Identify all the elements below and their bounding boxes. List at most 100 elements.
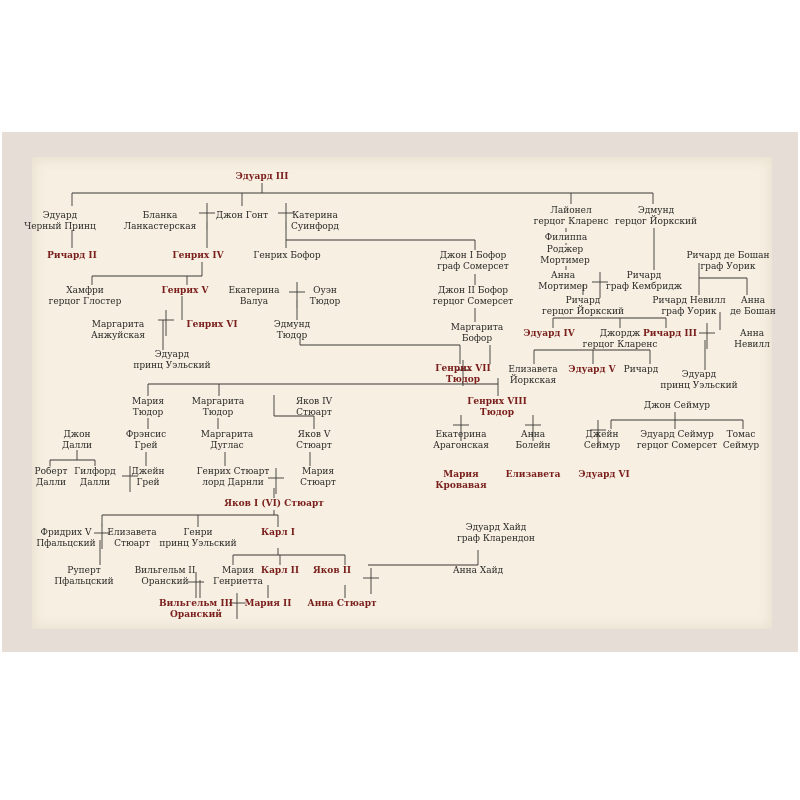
person-name-line: Джон bbox=[63, 430, 91, 440]
person-name-line: Генрих V bbox=[161, 286, 209, 296]
person-name-line: Эдуард IV bbox=[523, 329, 575, 339]
person-name-line: Эдуард V bbox=[568, 365, 616, 375]
person-edward5: Эдуард V bbox=[568, 365, 615, 376]
person-name-line: Стюарт bbox=[114, 539, 150, 549]
person-name-line: Бланка bbox=[142, 211, 178, 221]
person-name-line: Стюарт bbox=[300, 478, 336, 488]
person-name-line: Яков II bbox=[312, 566, 352, 576]
person-james1: Яков I (VI) Стюарт bbox=[224, 499, 324, 510]
person-henry4: Генрих IV bbox=[172, 251, 223, 262]
person-name-line: Хамфри bbox=[66, 286, 104, 296]
person-name-line: Яков IV bbox=[295, 397, 333, 407]
person-name-line: Ричард де Бошан bbox=[686, 251, 770, 261]
person-name-line: Анна bbox=[740, 296, 766, 306]
person-name-line: Яков I (VI) Стюарт bbox=[224, 499, 324, 509]
person-henry-beaufort: Генрих Бофор bbox=[253, 251, 320, 262]
person-name-line: Джон I Бофор bbox=[439, 251, 507, 261]
person-name-line: Лайонел bbox=[550, 206, 592, 216]
person-name-line: Болейн bbox=[515, 441, 551, 451]
person-name-line: Ричард bbox=[565, 296, 601, 306]
person-name-line: Анна bbox=[520, 430, 546, 440]
person-name-line: Мария II bbox=[244, 599, 292, 609]
person-name-line: Тюдор bbox=[202, 408, 234, 418]
person-name-line: Оранский bbox=[170, 610, 222, 620]
person-name-line: Далли bbox=[61, 441, 93, 451]
person-name-line: Роберт bbox=[34, 467, 68, 477]
person-name-line: Ланкастерская bbox=[123, 222, 197, 232]
person-name-line: Оуэн bbox=[313, 286, 337, 296]
person-name-line: герцог Сомерсет bbox=[432, 297, 514, 307]
person-henry6: Генрих VI bbox=[186, 320, 237, 331]
person-name-line: Филиппа bbox=[544, 233, 588, 243]
person-name-line: Грей bbox=[136, 478, 160, 488]
person-name-line: Генрих VIII bbox=[467, 397, 527, 407]
person-name-line: Томас bbox=[726, 430, 756, 440]
person-name-line: граф Уорик bbox=[700, 262, 756, 272]
person-name-line: Ричард Невилл bbox=[652, 296, 726, 306]
person-name-line: Мария bbox=[443, 470, 479, 480]
person-name-line: Елизавета bbox=[107, 528, 157, 538]
person-name-line: Анна Стюарт bbox=[307, 599, 377, 609]
person-name-line: Генрих Стюарт bbox=[196, 467, 270, 477]
person-name-line: Гилфорд bbox=[74, 467, 116, 477]
person-name-line: герцог Йоркский bbox=[615, 217, 697, 227]
person-edward3: Эдуард III bbox=[236, 172, 289, 183]
person-name-line: Екатерина bbox=[228, 286, 280, 296]
person-name-line: Ричард bbox=[623, 365, 659, 375]
person-name-line: де Бошан bbox=[730, 307, 776, 317]
person-name-line: Мария bbox=[131, 397, 165, 407]
person-name-line: Руперт bbox=[67, 566, 101, 576]
person-name-line: Ричард III bbox=[643, 329, 697, 339]
person-name-line: Тюдор bbox=[479, 408, 515, 418]
person-name-line: Елизавета bbox=[505, 470, 561, 480]
person-name-line: лорд Дарнли bbox=[202, 478, 264, 488]
person-charles1: Карл I bbox=[261, 528, 295, 539]
person-name-line: Суинфорд bbox=[291, 222, 339, 232]
person-name-line: Анжуйская bbox=[90, 331, 146, 341]
person-name-line: граф Кларендон bbox=[457, 534, 535, 544]
person-name-line: Эдуард Сеймур bbox=[640, 430, 714, 440]
person-philippa: Филиппа bbox=[545, 233, 588, 244]
person-edward6: Эдуард VI bbox=[578, 470, 629, 481]
person-name-line: Сеймур bbox=[722, 441, 760, 451]
person-john-gaunt: Джон Гонт bbox=[216, 211, 268, 222]
person-name-line: Маргарита bbox=[91, 320, 145, 330]
person-name-line: Тюдор bbox=[445, 375, 481, 385]
person-name-line: Тюдор bbox=[132, 408, 164, 418]
person-name-line: Мортимер bbox=[538, 282, 588, 292]
person-name-line: граф Сомерсет bbox=[437, 262, 509, 272]
person-name-line: Эдуард bbox=[42, 211, 78, 221]
person-name-line: Оранский bbox=[141, 577, 189, 587]
person-name-line: Джейн bbox=[585, 430, 619, 440]
person-name-line: Стюарт bbox=[296, 441, 332, 451]
person-richard3: Ричард III bbox=[643, 329, 697, 340]
person-name-line: Эдуард bbox=[154, 350, 190, 360]
person-name-line: герцог Кларенс bbox=[533, 217, 609, 227]
person-name-line: Грей bbox=[134, 441, 158, 451]
person-name-line: Екатерина bbox=[435, 430, 487, 440]
person-name-line: Анна Хайд bbox=[452, 566, 504, 576]
